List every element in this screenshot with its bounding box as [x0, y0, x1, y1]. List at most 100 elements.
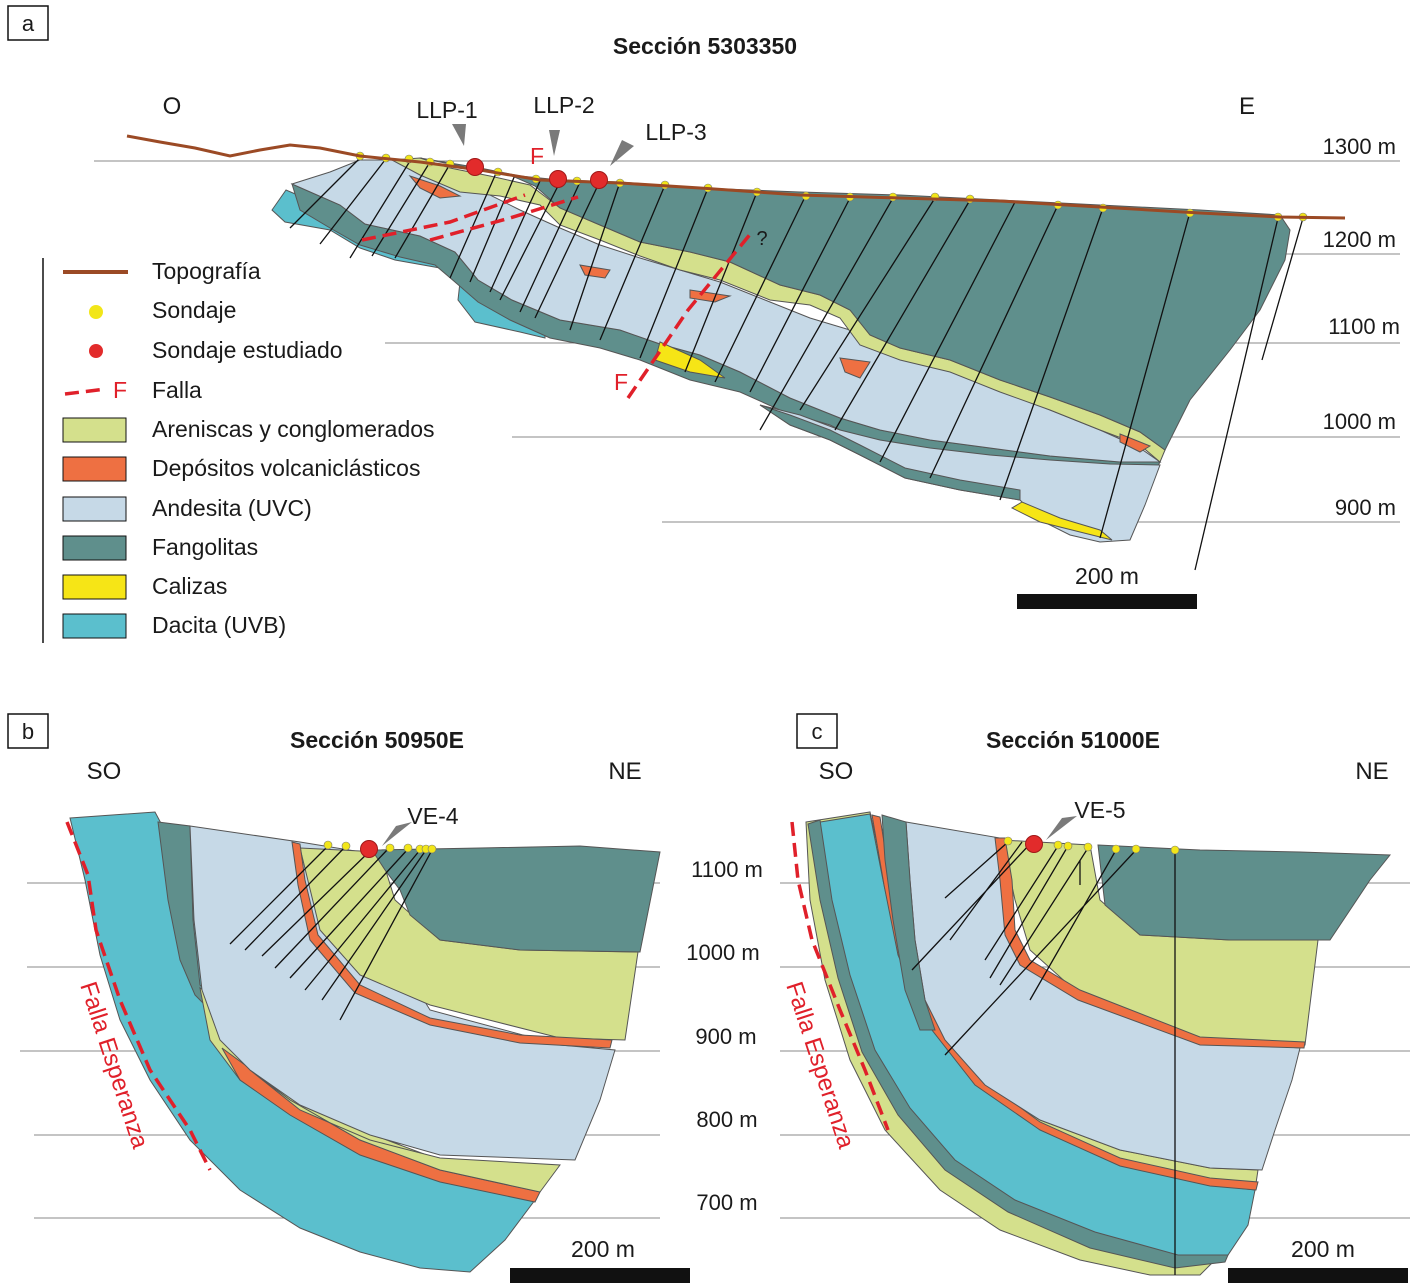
- panel-a-elevation-labels: 1300 m 1200 m 1100 m 1000 m 900 m: [1323, 134, 1400, 520]
- legend-unit-label: Dacita (UVB): [152, 612, 286, 638]
- studied-drillhole-marker: [360, 840, 378, 858]
- studied-drillhole-marker: [1025, 835, 1043, 853]
- direction-southwest: SO: [87, 758, 122, 785]
- legend-drillhole-label: Sondaje: [152, 297, 236, 323]
- panel-a-section: [271, 157, 1291, 543]
- direction-northeast: NE: [608, 758, 641, 785]
- pointer-arrow: [549, 130, 560, 156]
- legend-unit-label: Depósitos volcaniclásticos: [152, 455, 420, 481]
- legend-andesite-swatch: [62, 496, 127, 522]
- legend-drillhole-symbol: [89, 305, 103, 319]
- elev-label: 1300 m: [1323, 134, 1396, 159]
- drillhole-dot: [427, 844, 437, 854]
- panel-a-drillhole-traces: [289, 157, 1304, 571]
- elev-label: 1100 m: [691, 857, 763, 882]
- direction-northeast: NE: [1355, 758, 1388, 785]
- panel-c-title: Sección 51000E: [986, 727, 1160, 753]
- legend-studied-drillhole-label: Sondaje estudiado: [152, 337, 343, 363]
- panel-c-drillhole-traces: [911, 841, 1176, 1275]
- panel-a-studied-drillholes: [452, 124, 634, 189]
- elev-label: 900 m: [1335, 495, 1396, 520]
- fault-trace: [429, 195, 579, 242]
- studied-drillhole-marker: [549, 170, 567, 188]
- legend-volcaniclastic-swatch: [62, 456, 127, 482]
- drillhole-label-ve4: VE-4: [407, 803, 458, 829]
- direction-southwest: SO: [819, 758, 854, 785]
- panel-b-title: Sección 50950E: [290, 727, 464, 753]
- legend-studied-drillhole-symbol: [89, 344, 103, 358]
- legend-fault-symbol: [64, 387, 107, 396]
- elev-label: 700 m: [696, 1190, 757, 1215]
- studied-drillhole-marker: [590, 171, 608, 189]
- legend-topography-label: Topografía: [152, 258, 261, 284]
- drillhole-dot: [403, 843, 413, 853]
- volcaniclastic-lenses: [408, 174, 1152, 453]
- panel-b-drillhole-traces: [229, 845, 433, 1021]
- elev-label: 1000 m: [686, 940, 759, 965]
- pointer-arrow: [382, 822, 412, 846]
- scale-bar-a: [1017, 594, 1197, 609]
- volcaniclastic-upper-b: [291, 841, 613, 1049]
- legend-fault-letter: F: [113, 377, 127, 403]
- mudstone-main: [419, 157, 1291, 451]
- legend-limestone-swatch: [62, 574, 127, 600]
- elev-label: 800 m: [696, 1107, 757, 1132]
- drillhole-dot: [1111, 844, 1121, 854]
- drillhole-dot: [341, 841, 351, 851]
- drillhole-dot: [1063, 841, 1073, 851]
- drillhole-dot: [1170, 845, 1180, 855]
- panel-c-section: [805, 811, 1392, 1276]
- drillhole-label-ve5: VE-5: [1074, 797, 1125, 823]
- panel-b-drillhole-dots: [323, 840, 437, 854]
- fault-trace: [626, 230, 754, 399]
- elev-label: 1000 m: [1323, 409, 1396, 434]
- legend-unit-label: Calizas: [152, 573, 227, 599]
- direction-east: E: [1239, 93, 1255, 120]
- mudstone-upper-c: [1097, 844, 1392, 941]
- panel-c-letter: c: [812, 719, 823, 744]
- fault-label-f: F: [614, 369, 628, 395]
- legend-unit-label: Fangolitas: [152, 534, 258, 560]
- legend-mudstone-swatch: [62, 535, 127, 561]
- mudstone-upper-b: [371, 845, 661, 953]
- drillhole-label-llp1: LLP-1: [416, 97, 477, 123]
- legend-fault-label: Falla: [152, 377, 202, 403]
- fault-trace: [361, 193, 526, 242]
- legend-dacite-swatch: [62, 613, 127, 639]
- mudstone-outer-c: [807, 819, 1229, 1269]
- mudstone-lower-band: [759, 404, 1021, 501]
- drillhole-label-llp3: LLP-3: [645, 119, 706, 145]
- scale-label-a: 200 m: [1075, 563, 1139, 589]
- panel-c-label-box: [796, 713, 838, 749]
- panel-a-faults: [361, 193, 754, 399]
- limestone-a2: [1010, 501, 1113, 541]
- pointer-arrow: [1046, 816, 1077, 840]
- panel-b-label-box: [7, 713, 49, 749]
- drillhole-dot: [1003, 836, 1013, 846]
- panel-b-letter: b: [22, 719, 34, 744]
- panel-c-drillhole-dots: [1003, 836, 1180, 855]
- panel-a-title: Sección 5303350: [613, 33, 797, 59]
- panel-b-elevation-labels: 1100 m 1000 m 900 m 800 m 700 m: [686, 857, 763, 1215]
- scale-label-c: 200 m: [1291, 1236, 1355, 1262]
- drillhole-label-llp2: LLP-2: [533, 92, 594, 118]
- drillhole-dot: [1083, 842, 1093, 852]
- scale-label-b: 200 m: [571, 1236, 635, 1262]
- drillhole-dot: [385, 843, 395, 853]
- drillhole-dot: [323, 840, 333, 850]
- fault-uncertain-mark: ?: [756, 228, 767, 250]
- elev-label: 1200 m: [1323, 227, 1396, 252]
- pointer-arrow: [452, 124, 466, 146]
- panel-b-section: [69, 811, 661, 1273]
- direction-west: O: [163, 93, 182, 120]
- panel-a: a Sección 5303350 O E 1300 m 1200 m 1100…: [7, 5, 1400, 609]
- drillhole-dot: [1131, 844, 1141, 854]
- scale-bar-c: [1228, 1268, 1408, 1283]
- panel-a-label-box: [7, 5, 49, 41]
- legend-unit-label: Andesita (UVC): [152, 495, 312, 521]
- pointer-arrow: [610, 140, 634, 166]
- topography-line-a: [126, 134, 1346, 220]
- mudstone-left-c: [881, 814, 936, 1031]
